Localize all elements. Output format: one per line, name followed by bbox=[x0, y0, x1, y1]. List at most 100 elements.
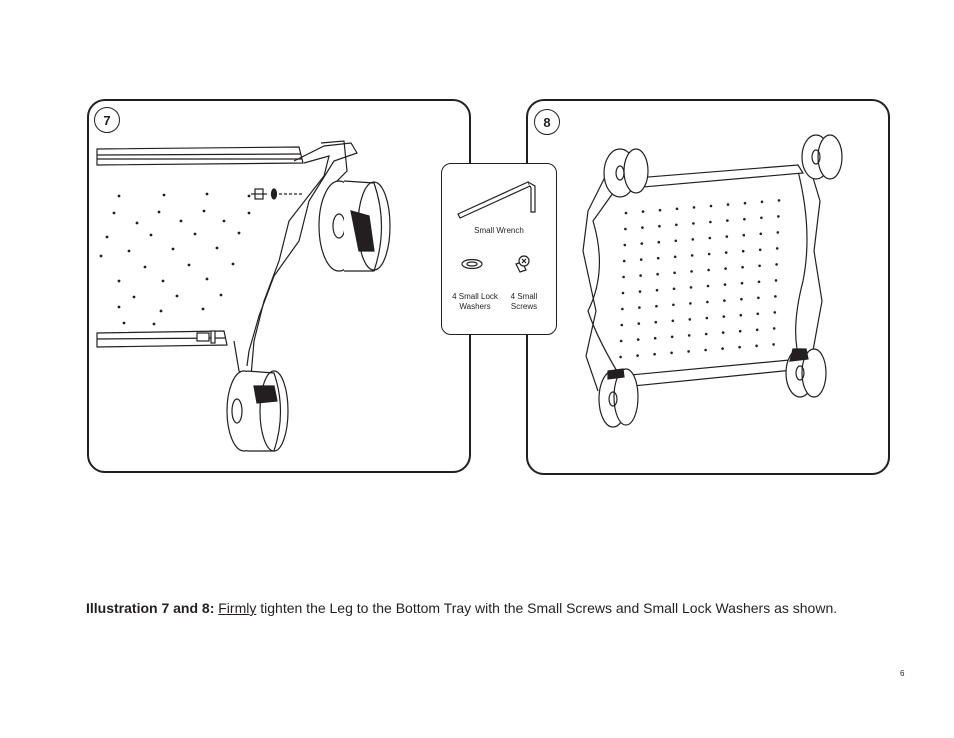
pegboard-hole bbox=[773, 311, 777, 314]
pegboard-hole bbox=[721, 347, 724, 350]
pegboard-hole bbox=[619, 339, 623, 343]
pegboard-hole bbox=[622, 259, 626, 263]
step-number-badge: 7 bbox=[94, 107, 120, 133]
pegboard-hole bbox=[691, 238, 695, 241]
pegboard-hole bbox=[636, 338, 640, 341]
pegboard-hole bbox=[704, 348, 707, 352]
pegboard-hole bbox=[707, 252, 711, 256]
caption-emphasis: Firmly bbox=[218, 600, 257, 616]
pegboard-hole bbox=[689, 286, 693, 289]
pegboard-hole bbox=[709, 220, 712, 224]
small-wrench-label: Small Wrench bbox=[474, 226, 524, 235]
pegboard-hole bbox=[722, 315, 726, 318]
small-screws-label: 4 Small Screws bbox=[510, 292, 538, 311]
pegboard-hole bbox=[706, 300, 709, 304]
pegboard-hole bbox=[656, 256, 660, 260]
pegboard-hole bbox=[743, 201, 747, 205]
pegboard-hole bbox=[706, 284, 710, 288]
pegboard-hole bbox=[639, 274, 642, 277]
pegboard-hole bbox=[758, 264, 761, 268]
pegboard-hole bbox=[755, 328, 759, 332]
pegboard-hole bbox=[653, 336, 657, 340]
pegboard-hole bbox=[740, 297, 743, 301]
pegboard-hole bbox=[674, 239, 678, 243]
pegboard-hole bbox=[760, 200, 764, 204]
pegboard-hole bbox=[725, 235, 729, 238]
pegboard-hole bbox=[726, 203, 730, 206]
pegboard-hole bbox=[758, 248, 762, 252]
pegboard-hole bbox=[621, 291, 625, 295]
pegboard-hole bbox=[621, 307, 624, 311]
pegboard-hole bbox=[623, 243, 627, 247]
pegboard-hole bbox=[690, 270, 693, 273]
pegboard-hole bbox=[658, 224, 661, 228]
pegboard-hole bbox=[708, 236, 712, 240]
pegboard-hole bbox=[639, 258, 643, 261]
pegboard-hole bbox=[641, 226, 644, 229]
pegboard-hole bbox=[721, 331, 725, 334]
pegboard-hole bbox=[636, 354, 639, 357]
step-number-badge: 8 bbox=[534, 109, 560, 135]
pegboard-hole bbox=[641, 210, 645, 213]
pegboard-hole bbox=[622, 275, 625, 279]
pegboard-hole bbox=[755, 344, 758, 348]
pegboard-hole bbox=[757, 280, 761, 284]
pegboard-hole bbox=[705, 316, 709, 320]
pegboard-hole bbox=[739, 313, 743, 317]
pegboard-hole bbox=[724, 267, 727, 270]
pegboard-hole bbox=[688, 318, 692, 321]
pegboard-hole bbox=[671, 319, 675, 323]
pegboard-hole bbox=[757, 296, 760, 300]
pegboard-hole bbox=[738, 345, 741, 349]
illustration-8-panel bbox=[526, 99, 890, 475]
pegboard-hole bbox=[760, 216, 763, 220]
pegboard-hole bbox=[743, 217, 746, 221]
instruction-caption: Illustration 7 and 8: Firmly tighten the… bbox=[86, 600, 837, 616]
pegboard-hole bbox=[723, 299, 726, 302]
pegboard-hole bbox=[670, 351, 673, 355]
illustration-7-panel bbox=[87, 99, 471, 473]
pegboard-hole bbox=[687, 350, 690, 353]
pegboard-hole bbox=[655, 304, 658, 308]
pegboard-hole bbox=[620, 323, 624, 327]
assembled-cart-drawing bbox=[582, 134, 843, 428]
pegboard-hole bbox=[656, 272, 659, 276]
page-number: 6 bbox=[900, 669, 905, 678]
pegboard-hole bbox=[772, 343, 775, 346]
pegboard-hole bbox=[657, 240, 661, 244]
pegboard-hole bbox=[740, 281, 744, 285]
pegboard-hole bbox=[638, 290, 642, 293]
pegboard-hole bbox=[741, 265, 744, 269]
lock-washers-label: 4 Small Lock Washers bbox=[452, 292, 498, 311]
pegboard-hole bbox=[672, 303, 675, 307]
pegboard-hole bbox=[775, 247, 779, 250]
caption-text: tighten the Leg to the Bottom Tray with … bbox=[260, 600, 838, 616]
pegboard-hole bbox=[775, 263, 778, 266]
pegboard-hole bbox=[654, 320, 658, 324]
parts-callout: Small Wrench 4 Small Lock Washers 4 Smal… bbox=[441, 163, 557, 335]
pegboard-hole bbox=[776, 231, 780, 234]
pegboard-hole bbox=[670, 335, 674, 339]
pegboard-hole bbox=[692, 222, 695, 225]
pegboard-hole bbox=[689, 302, 692, 305]
pegboard-hole bbox=[726, 219, 729, 222]
pegboard-hole bbox=[777, 199, 781, 202]
pegboard-hole bbox=[690, 254, 694, 257]
pegboard-hole bbox=[675, 207, 679, 211]
pegboard-hole bbox=[653, 352, 656, 356]
pegboard-hole bbox=[759, 232, 763, 236]
pegboard-hole bbox=[704, 332, 708, 336]
pegboard-hole bbox=[637, 322, 641, 325]
pegboard-hole bbox=[738, 329, 742, 333]
pegboard-hole bbox=[756, 312, 760, 316]
pegboard-hole bbox=[777, 215, 780, 218]
pegboard-hole bbox=[772, 327, 776, 330]
pegboard-hole bbox=[638, 306, 641, 309]
pegboard-hole bbox=[672, 287, 676, 291]
pegboard-hole bbox=[673, 255, 677, 259]
pegboard-hole bbox=[687, 334, 691, 337]
pegboard-hole bbox=[724, 251, 728, 254]
pegboard-hole bbox=[742, 233, 746, 237]
pegboard-hole bbox=[655, 288, 659, 292]
pegboard-hole bbox=[624, 227, 627, 231]
